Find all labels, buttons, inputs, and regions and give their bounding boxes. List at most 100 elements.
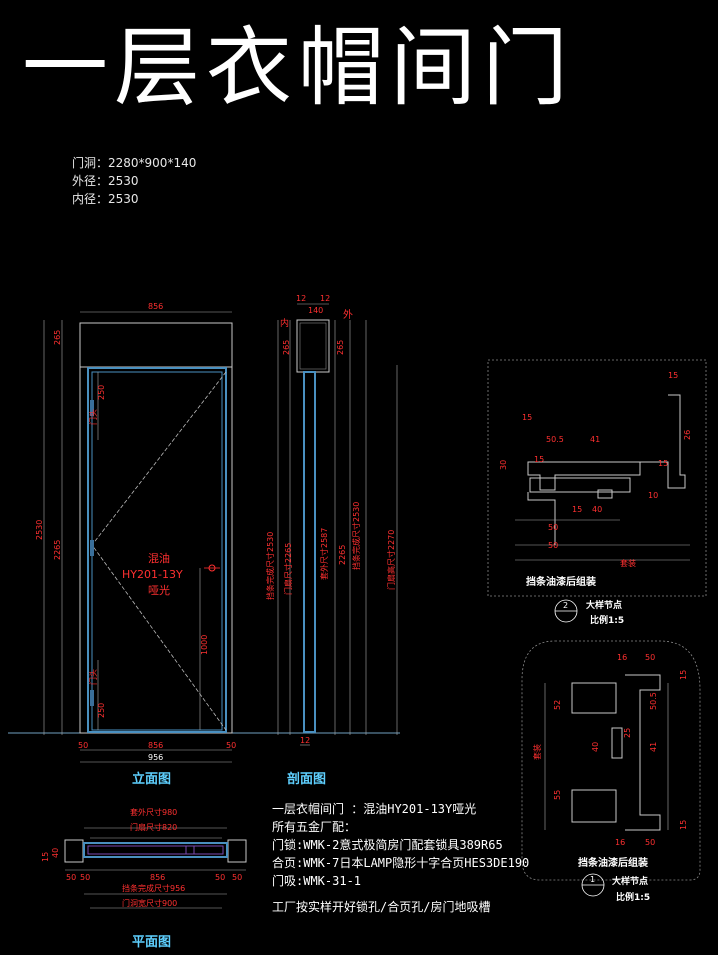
plan-s3: 856 <box>150 873 165 882</box>
drawing-title: 一层衣帽间门 <box>22 18 574 118</box>
plan-s1: 50 <box>66 873 76 882</box>
dim-250-bot: 250 <box>97 703 106 718</box>
note-line1: 一层衣帽间门 ：混油HY201-13Y哑光 <box>272 802 477 816</box>
d2-dim-5: 15 <box>534 455 544 464</box>
d2-dim-7: 10 <box>648 491 658 500</box>
d2-dim-4: 30 <box>499 460 508 470</box>
d1-dim-8: 55 <box>553 790 562 800</box>
plan-top1: 套外尺寸980 <box>130 807 177 817</box>
plan-bot2: 门洞宽尺寸900 <box>122 898 177 908</box>
spec-inner: 内径：2530 <box>72 192 139 206</box>
inside-tag: 内 <box>280 317 289 329</box>
dim-side-b: 50 <box>226 741 236 750</box>
note-line6: 工厂按实样开好锁孔/合页孔/房门地吸槽 <box>272 900 491 914</box>
detail2-scale: 比例1:5 <box>590 614 624 626</box>
d2-dim-6: 15 <box>658 459 668 468</box>
dim-v2: 门扇尺寸2265 <box>283 543 293 595</box>
detail-1 <box>521 640 701 897</box>
detail-2 <box>487 359 707 623</box>
plan-s5: 50 <box>232 873 242 882</box>
plan-s4: 50 <box>215 873 225 882</box>
spec-outer: 外径：2530 <box>72 174 139 188</box>
note-line5: 门吸:WMK-31-1 <box>272 874 362 888</box>
dim-leaf-h: 2265 <box>53 540 62 560</box>
d1-dim-3: 52 <box>553 700 562 710</box>
plan-label: 平面图 <box>132 935 172 950</box>
dim-top-width: 856 <box>148 302 163 311</box>
detail1-dims: 16 50 15 52 50.5 25 41 40 55 16 50 15 套装 <box>532 653 688 847</box>
plan-view <box>64 827 247 909</box>
d2-dim-1: 50.5 <box>546 435 564 444</box>
dim-v1: 挡条完成尺寸2530 <box>265 532 275 600</box>
dim-12b: 12 <box>320 294 330 303</box>
dim-v4: 挡条完成尺寸2530 <box>351 502 361 570</box>
dim-notes-top: 门头 <box>88 409 98 425</box>
dim-12a: 12 <box>296 294 306 303</box>
section-label: 剖面图 <box>287 772 327 787</box>
note-line4: 合页:WMK-7日本LAMP隐形十字合页HES3DE190 <box>272 856 530 870</box>
d2-dim-11: 50 <box>548 541 558 550</box>
d2-dim-10: 50 <box>548 523 558 532</box>
d2-dim-2: 41 <box>590 435 600 444</box>
plan-s2: 50 <box>80 873 90 882</box>
dim-250-top: 250 <box>97 385 106 400</box>
outside-tag: 外 <box>343 309 353 321</box>
d1-dim-1: 50 <box>645 653 655 662</box>
d1-dim-5: 25 <box>623 728 632 738</box>
dim-bottom-width: 856 <box>148 741 163 750</box>
dim-notes-bot: 门头 <box>88 669 98 685</box>
d1-dim-6: 41 <box>649 742 658 752</box>
detail2-title: 大样节点 <box>586 599 622 611</box>
dim-section-bottom: 12 <box>300 736 310 745</box>
dim-total-h: 2530 <box>35 520 44 540</box>
dim-overall-width: 956 <box>148 753 163 762</box>
dim-section-header: 265 <box>282 340 291 355</box>
elevation-label: 立面图 <box>132 772 172 787</box>
detail2-dims: 15 50.5 41 15 30 15 15 10 40 15 50 50 26… <box>499 371 692 568</box>
d1-dim-11: 15 <box>679 820 688 830</box>
note-line3: 门锁:WMK-2意式极简房门配套锁具389R65 <box>272 838 503 852</box>
detail2-no: 2 <box>563 601 568 610</box>
dim-header-h: 265 <box>53 330 62 345</box>
plan-bot1: 挡条完成尺寸956 <box>122 883 185 893</box>
finish-line1: 混油 <box>148 551 170 565</box>
detail1-scale: 比例1:5 <box>616 891 650 903</box>
d1-dim-7: 40 <box>591 742 600 752</box>
d1-dim-2: 15 <box>679 670 688 680</box>
d2-dim-13: 套装 <box>620 558 636 568</box>
d2-dim-12: 26 <box>683 430 692 440</box>
d1-dim-0: 16 <box>617 653 627 662</box>
d2-dim-0: 15 <box>668 371 678 380</box>
dim-side-a: 50 <box>78 741 88 750</box>
elevation-view <box>43 311 233 763</box>
d1-dim-9: 16 <box>615 838 625 847</box>
plan-left-a: 15 <box>41 852 50 862</box>
finish-line3: 哑光 <box>148 583 170 597</box>
dim-section-header-2: 265 <box>336 340 345 355</box>
dim-v5: 门扇高尺寸2270 <box>386 530 396 590</box>
dim-2265: 2265 <box>338 545 347 565</box>
d2-dim-9: 15 <box>572 505 582 514</box>
dim-v3: 套外尺寸2587 <box>319 528 329 580</box>
detail1-title: 大样节点 <box>612 875 648 887</box>
d2-dim-3: 15 <box>522 413 532 422</box>
dim-handle-h: 1000 <box>200 635 209 655</box>
detail2-caption: 挡条油漆后组装 <box>526 575 596 588</box>
note-line2: 所有五金厂配： <box>272 820 357 834</box>
section-view <box>277 303 398 746</box>
finish-line2: HY201-13Y <box>122 568 183 581</box>
hardware-notes: 一层衣帽间门 ：混油HY201-13Y哑光 所有五金厂配： 门锁:WMK-2意式… <box>272 800 529 916</box>
plan-left-b: 40 <box>51 848 60 858</box>
d1-dim-10: 50 <box>645 838 655 847</box>
spec-opening: 门洞：2280*900*140 <box>72 156 197 170</box>
d1-dim-4: 50.5 <box>649 692 658 710</box>
dim-140: 140 <box>308 306 323 315</box>
d2-dim-8: 40 <box>592 505 602 514</box>
detail1-no: 1 <box>590 875 595 884</box>
